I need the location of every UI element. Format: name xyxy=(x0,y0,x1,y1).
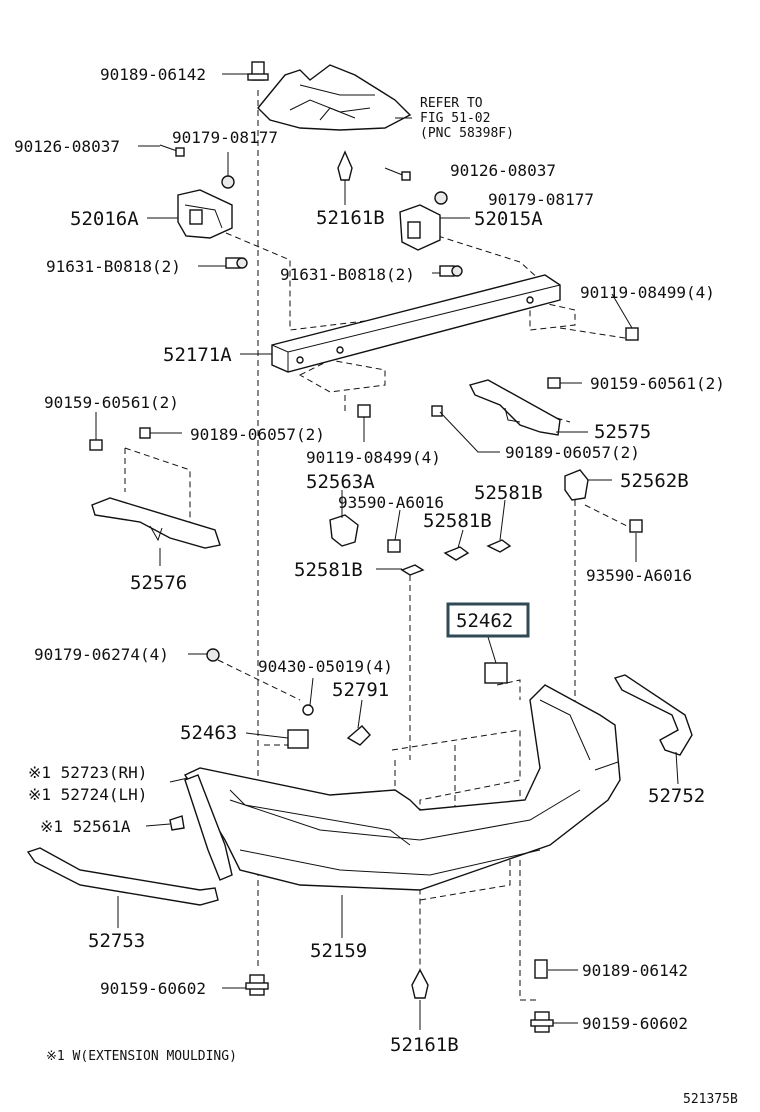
label-90179-08177-right[interactable]: 90179-08177 xyxy=(488,190,594,209)
label-91631-B0818-left[interactable]: 91631-B0818(2) xyxy=(46,257,181,276)
washer-90430-05019-shape xyxy=(302,704,314,716)
upper-cover-plate-shape xyxy=(257,64,412,131)
label-52581B-a[interactable]: 52581B xyxy=(474,482,543,504)
clip-52561A-shape xyxy=(169,815,185,831)
label-91631-B0818-mid[interactable]: 91631-B0818(2) xyxy=(280,265,415,284)
block-52463-shape xyxy=(287,729,309,749)
label-90189-06142-bottom[interactable]: 90189-06142 xyxy=(582,961,688,980)
label-52753[interactable]: 52753 xyxy=(88,930,145,952)
pad-52581B-c-shape xyxy=(400,564,425,576)
label-90189-06057-mid[interactable]: 90189-06057(2) xyxy=(505,443,640,462)
label-52752[interactable]: 52752 xyxy=(648,785,705,807)
bolt-91631-left-shape xyxy=(225,257,248,269)
reinforcement-bar-52171A-shape xyxy=(271,274,561,373)
moulding-52753-shape xyxy=(26,847,219,906)
label-90189-06057-left[interactable]: 90189-06057(2) xyxy=(190,425,325,444)
label-52161B-bottom[interactable]: 52161B xyxy=(390,1034,459,1056)
label-90159-60561-left[interactable]: 90159-60561(2) xyxy=(44,393,179,412)
bolt-90119-08499-right-shape xyxy=(625,327,639,341)
label-52575[interactable]: 52575 xyxy=(594,421,651,443)
block-52462-shape xyxy=(484,662,508,684)
label-90179-08177-left[interactable]: 90179-08177 xyxy=(172,128,278,147)
bolt-90126-08037-left-shape xyxy=(159,144,185,157)
label-90159-60602-left[interactable]: 90159-60602 xyxy=(100,979,206,998)
label-refer-line-2: FIG 51-02 xyxy=(420,111,490,126)
label-52161B-top[interactable]: 52161B xyxy=(316,207,385,229)
label-52581B-c[interactable]: 52581B xyxy=(294,559,363,581)
label-refer-line-1: REFER TO xyxy=(420,96,483,111)
clip-90189-06142-bottom-shape xyxy=(534,959,548,979)
bracket-52563A-shape xyxy=(329,514,359,547)
bracket-52015A-shape xyxy=(399,204,441,251)
push-clip-52161B-bottom-shape xyxy=(411,968,429,999)
label-52016A[interactable]: 52016A xyxy=(70,208,139,230)
clip-90189-06057-left-shape xyxy=(139,427,151,439)
label-52463[interactable]: 52463 xyxy=(180,722,237,744)
push-clip-52161B-top-shape xyxy=(337,150,353,181)
footnote-text: ※1 W(EXTENSION MOULDING) xyxy=(46,1049,237,1064)
screw-93590-left-shape xyxy=(387,539,401,553)
screw-93590-right-shape xyxy=(629,519,643,533)
label-90159-60561-right[interactable]: 90159-60561(2) xyxy=(590,374,725,393)
label-90119-08499-right[interactable]: 90119-08499(4) xyxy=(580,283,715,302)
nut-90179-08177-left-shape xyxy=(221,175,235,189)
label-52723-RH[interactable]: ※1 52723(RH) xyxy=(28,763,147,782)
stud-52791-shape xyxy=(346,725,371,746)
label-52015A[interactable]: 52015A xyxy=(474,208,543,230)
label-90159-60602-right[interactable]: 90159-60602 xyxy=(582,1014,688,1033)
label-52563A[interactable]: 52563A xyxy=(306,471,375,493)
clip-90189-06057-mid-shape xyxy=(431,405,443,417)
label-52562B[interactable]: 52562B xyxy=(620,470,689,492)
label-90179-06274[interactable]: 90179-06274(4) xyxy=(34,645,169,664)
screw-90159-60561-left-shape xyxy=(89,439,103,451)
moulding-52723-52724-shape xyxy=(184,774,233,881)
label-93590-A6016-left[interactable]: 93590-A6016 xyxy=(338,493,444,512)
label-90126-08037-left[interactable]: 90126-08037 xyxy=(14,137,120,156)
label-52561A[interactable]: ※1 52561A xyxy=(40,817,131,836)
label-93590-A6016-right[interactable]: 93590-A6016 xyxy=(586,566,692,585)
label-52159[interactable]: 52159 xyxy=(310,940,367,962)
bracket-52562B-shape xyxy=(564,469,589,501)
part-labels: 90189-06142 REFER TO FIG 51-02 (PNC 5839… xyxy=(14,65,738,1107)
label-90430-05019[interactable]: 90430-05019(4) xyxy=(258,657,393,676)
label-52791[interactable]: 52791 xyxy=(332,679,389,701)
label-52576[interactable]: 52576 xyxy=(130,572,187,594)
screw-90159-60561-right-shape xyxy=(547,377,561,389)
figure-id: 521375B xyxy=(683,1092,738,1107)
label-90189-06142-top[interactable]: 90189-06142 xyxy=(100,65,206,84)
leader-lines xyxy=(95,73,679,1030)
label-90126-08037-right[interactable]: 90126-08037 xyxy=(450,161,556,180)
bracket-52016A-shape xyxy=(177,189,233,239)
clip-90189-06142-top-shape xyxy=(247,61,269,81)
retainer-52576-shape xyxy=(91,497,221,549)
bolt-90126-08037-right-shape xyxy=(384,167,411,181)
label-52462[interactable]: 52462 xyxy=(456,610,513,632)
label-52581B-b[interactable]: 52581B xyxy=(423,510,492,532)
moulding-52752-shape xyxy=(613,674,693,756)
screw-90159-60602-right-shape xyxy=(530,1011,554,1033)
label-refer-line-3: (PNC 58398F) xyxy=(420,126,514,141)
bolt-90119-08499-mid-shape xyxy=(357,404,371,418)
nut-90179-08177-right-shape xyxy=(434,191,448,205)
pad-52581B-b-shape xyxy=(443,546,470,561)
screw-90159-60602-left-shape xyxy=(245,974,269,996)
nut-90179-06274-shape xyxy=(206,648,220,662)
label-90119-08499-mid[interactable]: 90119-08499(4) xyxy=(306,448,441,467)
bumper-cover-52159-shape xyxy=(183,684,621,891)
highlight-box-52462 xyxy=(446,602,530,638)
label-52724-LH[interactable]: ※1 52724(LH) xyxy=(28,785,147,804)
label-52171A[interactable]: 52171A xyxy=(163,344,232,366)
bolt-91631-mid-shape xyxy=(439,265,463,277)
pad-52581B-a-shape xyxy=(486,539,512,553)
retainer-52575-shape xyxy=(468,379,561,436)
